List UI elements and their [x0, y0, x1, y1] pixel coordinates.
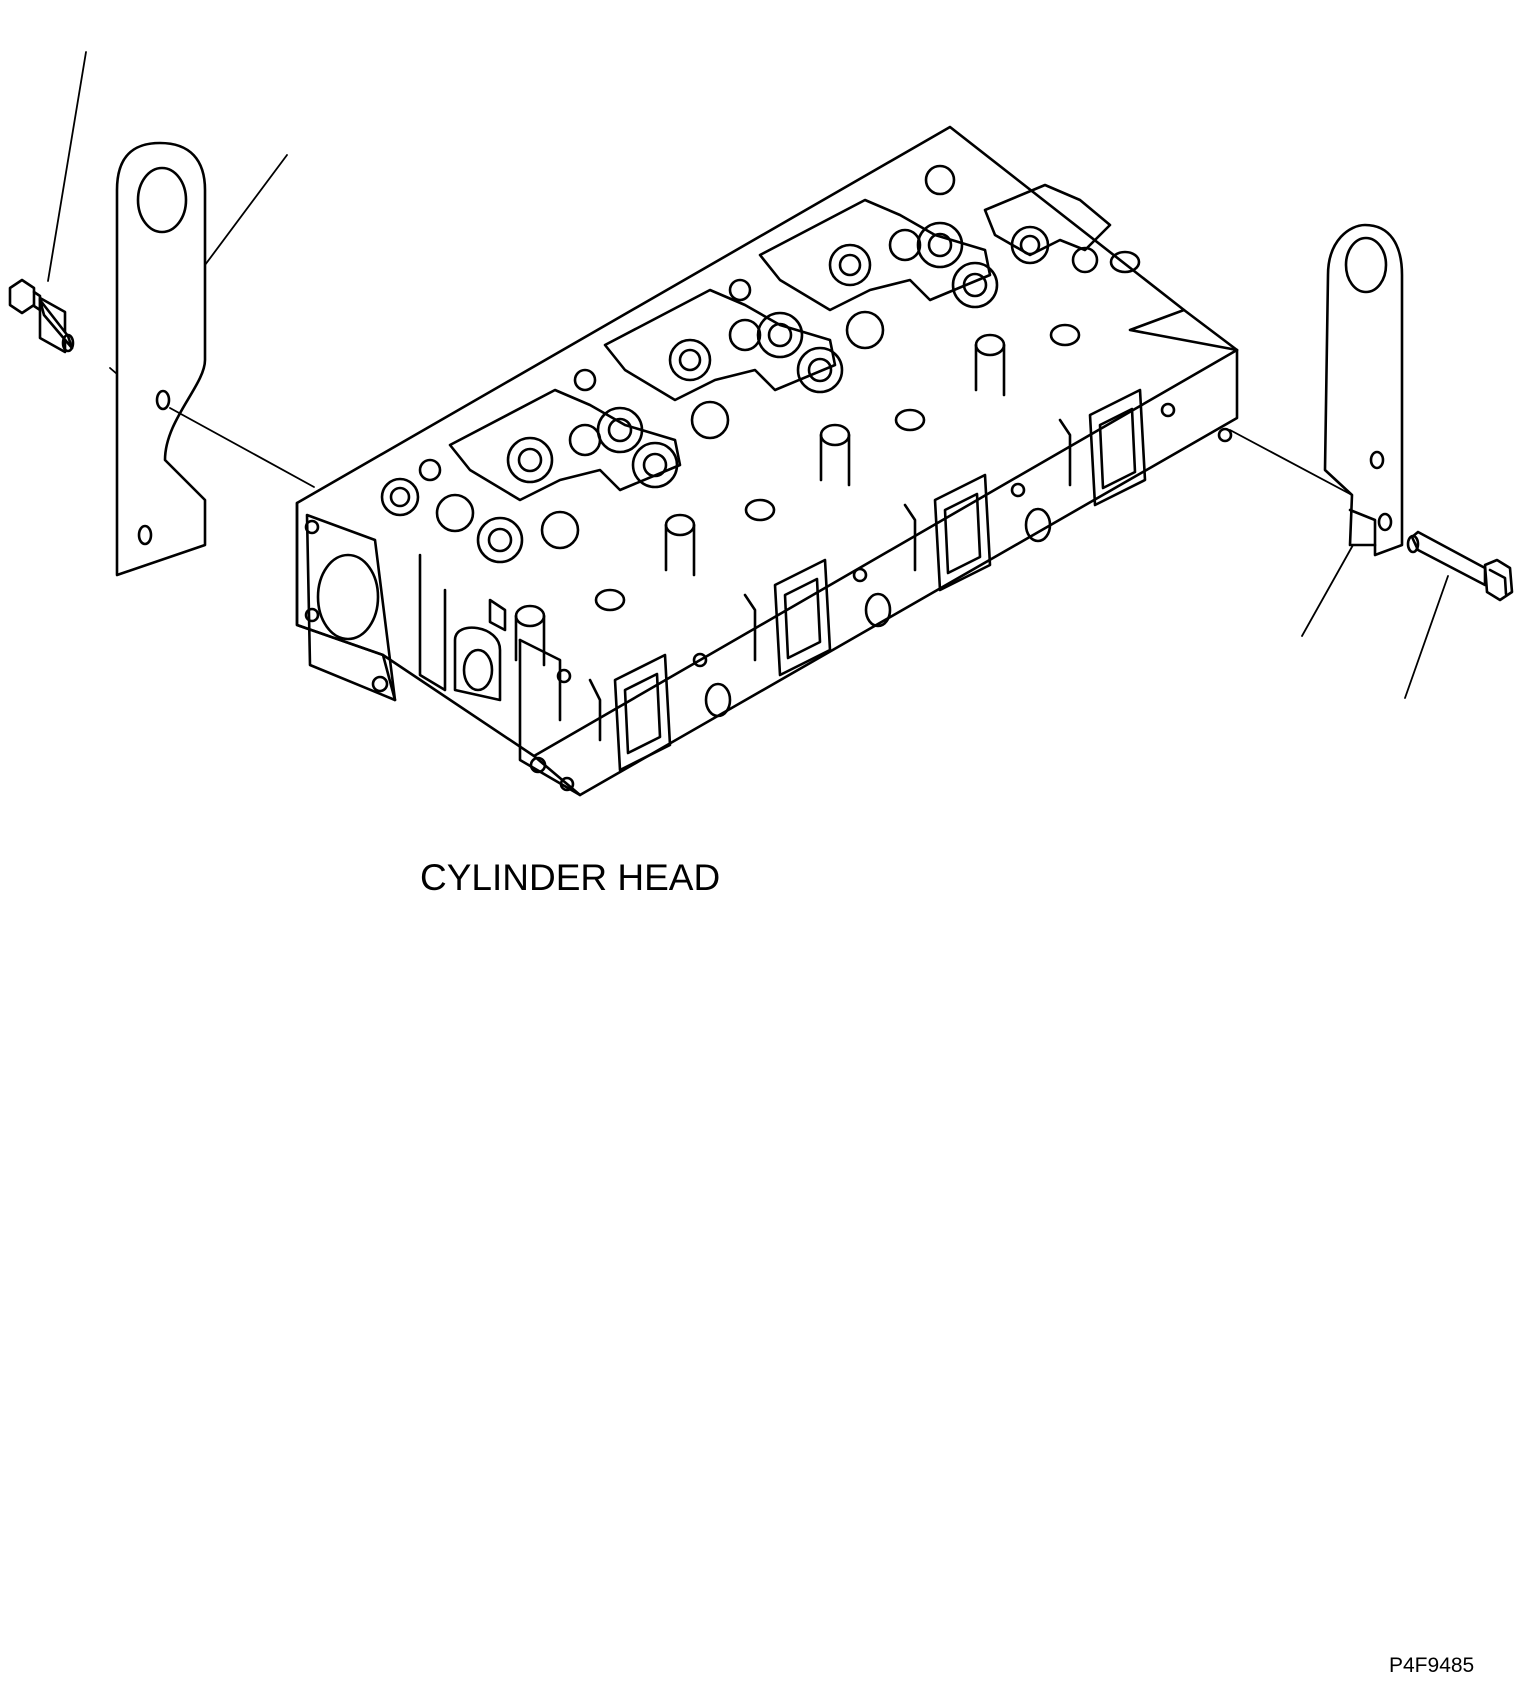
rocker-pedestals [514, 250, 1141, 667]
part-label: CYLINDER HEAD [420, 857, 721, 898]
leader-lines [47, 51, 1449, 699]
cylinder-head [295, 125, 1239, 797]
bolt-right [1406, 530, 1514, 602]
manifold-ports [588, 388, 1147, 772]
bolt-left [8, 278, 75, 354]
drawing-number: P4F9485 [1389, 1654, 1475, 1677]
lifting-bracket-right [1323, 223, 1404, 557]
lifting-bracket-left [115, 141, 207, 577]
